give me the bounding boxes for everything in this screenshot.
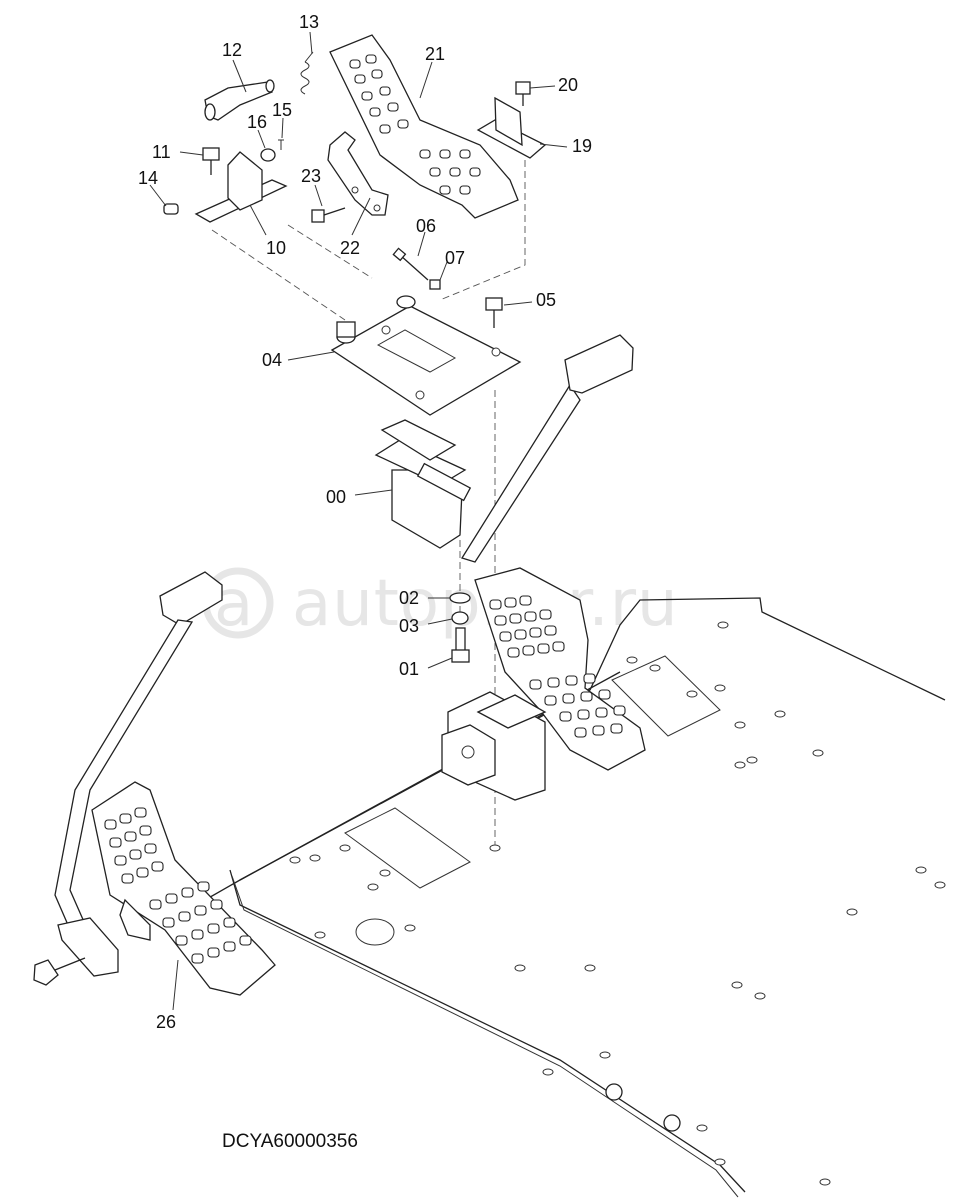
callout-labels: 13 12 21 20 15 16 11 19 14 23 10 22 06 0… <box>138 12 592 1032</box>
pedal-right-grip-pads <box>489 595 626 738</box>
watermark: a autopiter.ru <box>202 567 678 641</box>
callout-16: 16 <box>247 112 267 132</box>
part-14-pin <box>163 203 179 215</box>
part-16-washer <box>260 148 276 162</box>
part-19-bracket <box>476 96 547 159</box>
callout-02: 02 <box>399 588 419 608</box>
callout-20: 20 <box>558 75 578 95</box>
callout-13: 13 <box>299 12 319 32</box>
floor-holes <box>289 621 946 1186</box>
part-20-bolt <box>515 81 531 106</box>
part-01-bolt <box>451 627 470 663</box>
callout-26: 26 <box>156 1012 176 1032</box>
callout-21: 21 <box>425 44 445 64</box>
callout-06: 06 <box>416 216 436 236</box>
part-23-bolt <box>311 207 346 223</box>
part-21-pedal <box>329 34 519 219</box>
installed-valve-block <box>441 691 547 801</box>
callout-07: 07 <box>445 248 465 268</box>
pedal-21-grip-pads <box>349 54 481 195</box>
part-11-bolt <box>202 147 220 175</box>
part-02-washer <box>449 592 471 604</box>
part-22-plate <box>327 131 389 216</box>
callout-04: 04 <box>262 350 282 370</box>
callout-10: 10 <box>266 238 286 258</box>
part-13-spring <box>300 51 314 95</box>
part-06-bolt <box>392 247 429 281</box>
callout-03: 03 <box>399 616 419 636</box>
drawing-code: DCYA60000356 <box>222 1131 358 1152</box>
right-lever-and-pedal <box>461 334 646 771</box>
part-10-bracket <box>194 151 288 223</box>
callout-05: 05 <box>536 290 556 310</box>
callout-14: 14 <box>138 168 158 188</box>
watermark-logo-glyph: a <box>214 567 254 641</box>
part-26-left-lever-and-pedal <box>33 571 276 996</box>
callout-12: 12 <box>222 40 242 60</box>
part-03-washer <box>451 611 469 625</box>
callout-11: 11 <box>152 142 171 162</box>
part-07-nut <box>429 279 441 290</box>
callout-01: 01 <box>399 659 419 679</box>
callout-23: 23 <box>301 166 321 186</box>
part-15-pin <box>278 139 284 150</box>
floor-plate <box>204 597 946 1198</box>
callout-22: 22 <box>340 238 360 258</box>
leader-lines <box>149 31 568 1011</box>
part-00-valve <box>374 419 472 549</box>
part-04-mount-plate <box>330 295 522 416</box>
callout-19: 19 <box>572 136 592 156</box>
callout-15: 15 <box>272 100 292 120</box>
pedal-26-grip-pads <box>104 807 252 964</box>
part-12-latch <box>204 79 275 121</box>
part-05-bolt <box>485 297 503 328</box>
callout-00: 00 <box>326 487 346 507</box>
